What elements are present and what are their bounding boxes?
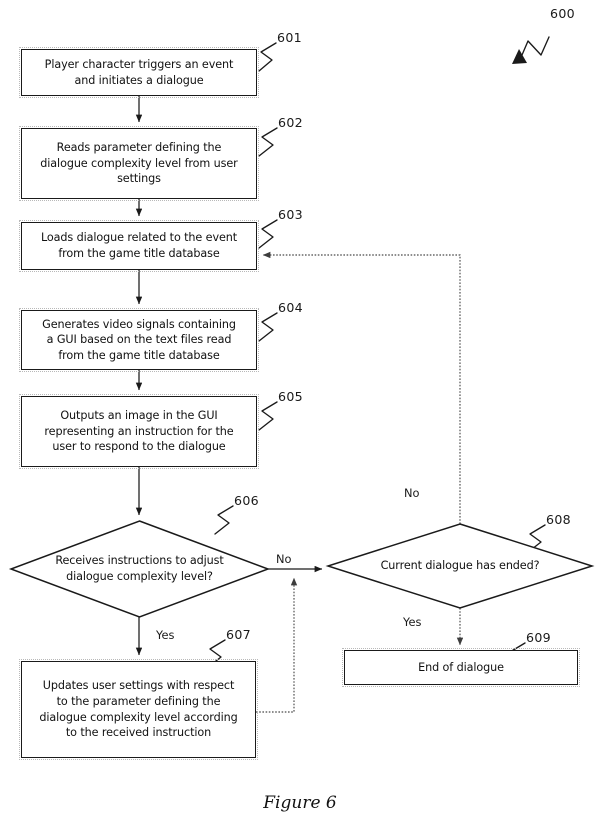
- leader-606: [214, 505, 234, 535]
- leader-603: [258, 219, 278, 249]
- ref-number-608: 608: [546, 512, 571, 527]
- ref-number-600: 600: [550, 6, 575, 21]
- node-603-line-1: Loads dialogue related to the event: [40, 231, 238, 245]
- node-601-line-2: and initiates a dialogue: [74, 73, 204, 87]
- edge-label-608-no: No: [404, 486, 420, 500]
- ref-number-609: 609: [526, 630, 551, 645]
- node-607-line-1: Updates user settings with respect: [42, 679, 235, 693]
- edge-608-no-603: [262, 251, 461, 524]
- node-609-terminator: End of dialogue: [342, 648, 580, 687]
- node-608-line-1: Current dialogue has: [380, 559, 496, 573]
- node-606-line-1: Receives instructions: [55, 554, 172, 568]
- node-607-line-4: to the received instruction: [65, 726, 212, 740]
- node-605-line-2: representing an instruction for the: [44, 424, 234, 438]
- edge-label-606-no: No: [276, 552, 292, 566]
- node-608-line-2: ended?: [499, 559, 540, 573]
- ref-number-602: 602: [278, 115, 303, 130]
- node-601-process: Player character triggers an event and i…: [19, 47, 259, 98]
- figure-caption: Figure 6: [263, 793, 337, 813]
- node-602-line-3: settings: [117, 172, 161, 186]
- ref-number-605: 605: [278, 389, 303, 404]
- node-604-line-1: Generates video signals containing: [42, 317, 236, 331]
- node-607-line-2: to the parameter defining the: [56, 694, 221, 708]
- node-602-process: Reads parameter defining the dialogue co…: [19, 126, 259, 201]
- leader-601: [258, 42, 277, 72]
- node-605-line-3: user to respond to the dialogue: [52, 440, 226, 454]
- edge-label-606-yes: Yes: [156, 628, 175, 642]
- node-607-process: Updates user settings with respect to th…: [19, 659, 258, 760]
- node-605-process: Outputs an image in the GUI representing…: [19, 394, 259, 469]
- node-605-line-1: Outputs an image in the GUI: [60, 409, 218, 423]
- node-608-decision: [325, 523, 595, 609]
- node-606-label: Receives instructions to adjust dialogue…: [44, 521, 235, 617]
- node-606-line-3: complexity level?: [116, 570, 213, 583]
- node-608-label: Current dialogue has ended?: [366, 524, 554, 608]
- leader-600: [518, 36, 550, 63]
- leader-604: [258, 312, 278, 342]
- ref-number-606: 606: [234, 493, 259, 508]
- node-604-line-2: a GUI based on the text files read: [46, 333, 232, 347]
- leader-605: [258, 401, 278, 431]
- node-606-decision: [8, 520, 271, 618]
- node-602-line-1: Reads parameter defining the: [56, 141, 222, 155]
- node-603-line-2: from the game title database: [58, 247, 220, 260]
- ref-number-607: 607: [226, 627, 251, 642]
- leader-600-arrowhead: [512, 49, 527, 64]
- ref-number-601: 601: [277, 30, 302, 45]
- node-604-process: Generates video signals containing a GUI…: [19, 308, 259, 372]
- edge-label-608-yes: Yes: [403, 615, 422, 629]
- node-606-line-2: to adjust dialogue: [66, 554, 224, 583]
- ref-number-603: 603: [278, 207, 303, 222]
- node-602-line-2: dialogue complexity level from user: [40, 156, 238, 170]
- node-607-line-3: dialogue complexity level according: [39, 710, 238, 724]
- node-604-line-3: from the game title database: [58, 348, 220, 362]
- ref-number-604: 604: [278, 300, 303, 315]
- node-609-line-1: End of dialogue: [418, 660, 504, 674]
- node-603-process: Loads dialogue related to the event from…: [19, 220, 259, 272]
- leader-602: [258, 127, 278, 157]
- node-601-line-1: Player character triggers an event: [44, 57, 234, 71]
